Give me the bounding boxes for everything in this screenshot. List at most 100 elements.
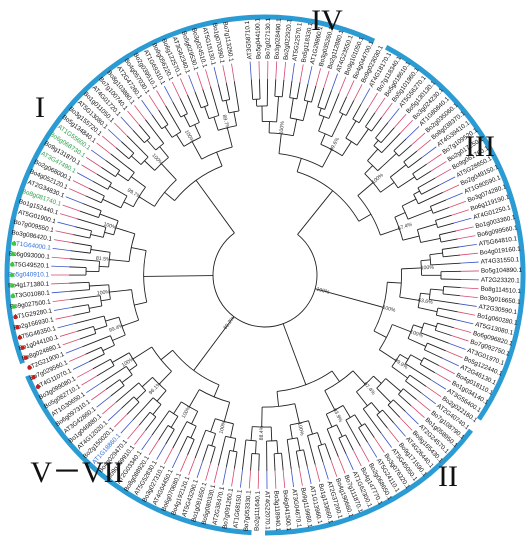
support-value: 100% — [382, 305, 397, 314]
tip-line — [57, 323, 76, 329]
branch-segment — [282, 323, 307, 385]
branch-segment — [70, 295, 101, 300]
tip-line — [458, 303, 477, 307]
tip-line — [86, 157, 102, 168]
branch-segment — [144, 160, 155, 171]
branch-arc — [399, 268, 402, 298]
branch-arc — [412, 173, 418, 181]
tip-line — [323, 70, 330, 89]
branch-segment — [170, 416, 179, 428]
tip-line — [439, 176, 456, 186]
branch-segment — [126, 401, 140, 415]
branch-segment — [193, 316, 235, 371]
branch-segment — [397, 176, 415, 189]
branch-arc — [420, 260, 422, 276]
tip-line — [188, 457, 196, 476]
branch-segment — [109, 289, 132, 293]
branch-segment — [423, 322, 437, 328]
branch-arc — [401, 205, 409, 220]
tip-line — [120, 419, 134, 434]
branch-segment — [259, 79, 261, 100]
branch-arc — [391, 354, 401, 367]
leaf-label: AT1G68150.1 — [232, 489, 243, 529]
tip-line — [86, 382, 102, 394]
support-value: 99.7% — [126, 187, 142, 200]
branch-arc — [108, 284, 111, 300]
tip-line — [442, 184, 460, 193]
branch-segment — [242, 439, 247, 470]
branch-arc — [205, 429, 216, 434]
tip-line — [134, 105, 146, 120]
branch-segment — [82, 335, 111, 348]
branch-segment — [328, 93, 340, 119]
branch-segment — [134, 301, 147, 306]
branch-arc — [102, 227, 107, 238]
branch-segment — [365, 112, 376, 128]
tip-line — [69, 353, 86, 362]
branch-segment — [292, 119, 298, 136]
branch-segment — [96, 173, 112, 184]
tip-line — [393, 422, 406, 437]
leaf-marker — [23, 355, 29, 360]
branch-segment — [138, 124, 151, 139]
support-value: 89.7% — [221, 114, 231, 130]
tip-line — [322, 462, 329, 480]
branch-arc — [356, 375, 374, 393]
branch-segment — [121, 319, 139, 327]
branch-segment — [132, 397, 154, 421]
branch-segment — [413, 324, 423, 329]
branch-segment — [194, 429, 207, 459]
branch-segment — [436, 314, 456, 321]
branch-segment — [92, 180, 109, 190]
tip-line — [52, 299, 71, 303]
branch-segment — [232, 438, 237, 452]
branch-segment — [367, 148, 379, 161]
branch-segment — [210, 418, 216, 433]
branch-segment — [356, 128, 369, 146]
tip-line — [435, 168, 452, 179]
tip-line — [453, 217, 472, 224]
branch-segment — [109, 185, 128, 197]
branch-segment — [217, 84, 223, 102]
tip-line — [51, 256, 70, 260]
tip-line — [459, 295, 478, 299]
branch-arc — [375, 137, 382, 144]
leaf-marker — [15, 325, 20, 330]
branch-segment — [399, 296, 420, 301]
branch-segment — [104, 231, 114, 236]
branch-segment — [407, 338, 427, 347]
branch-segment — [289, 424, 293, 439]
branch-segment — [381, 132, 401, 153]
branch-segment — [357, 182, 374, 196]
branch-segment — [151, 114, 163, 130]
branch-arc — [98, 261, 100, 272]
branch-segment — [226, 127, 233, 148]
branch-segment — [161, 163, 177, 181]
branch-segment — [413, 190, 420, 195]
tip-line — [65, 196, 83, 204]
branch-segment — [85, 346, 102, 355]
branch-segment — [69, 289, 90, 292]
markers — [9, 241, 41, 389]
leaf-label: Bo7g027130.1 — [265, 18, 273, 60]
leaf-label: Bo6g093000.1 — [9, 250, 51, 260]
tip-line — [76, 368, 94, 378]
support-value: 100% — [183, 129, 195, 144]
branch-segment — [92, 358, 111, 370]
leaf-marker — [35, 384, 41, 389]
branch-segment — [211, 433, 216, 447]
tip-line — [387, 427, 400, 443]
branch-segment — [250, 79, 254, 100]
tip-line — [163, 85, 174, 103]
tip-line — [459, 252, 478, 256]
support-value: 99.6% — [329, 136, 341, 152]
branch-segment — [289, 80, 293, 98]
branch-segment — [429, 252, 443, 256]
branch-segment — [121, 374, 133, 383]
branch-segment — [158, 425, 169, 440]
tip-line — [120, 116, 134, 131]
support-value: 100% — [421, 265, 435, 272]
branch-segment — [250, 426, 253, 441]
branch-segment — [393, 399, 406, 412]
branch-segment — [105, 160, 120, 171]
